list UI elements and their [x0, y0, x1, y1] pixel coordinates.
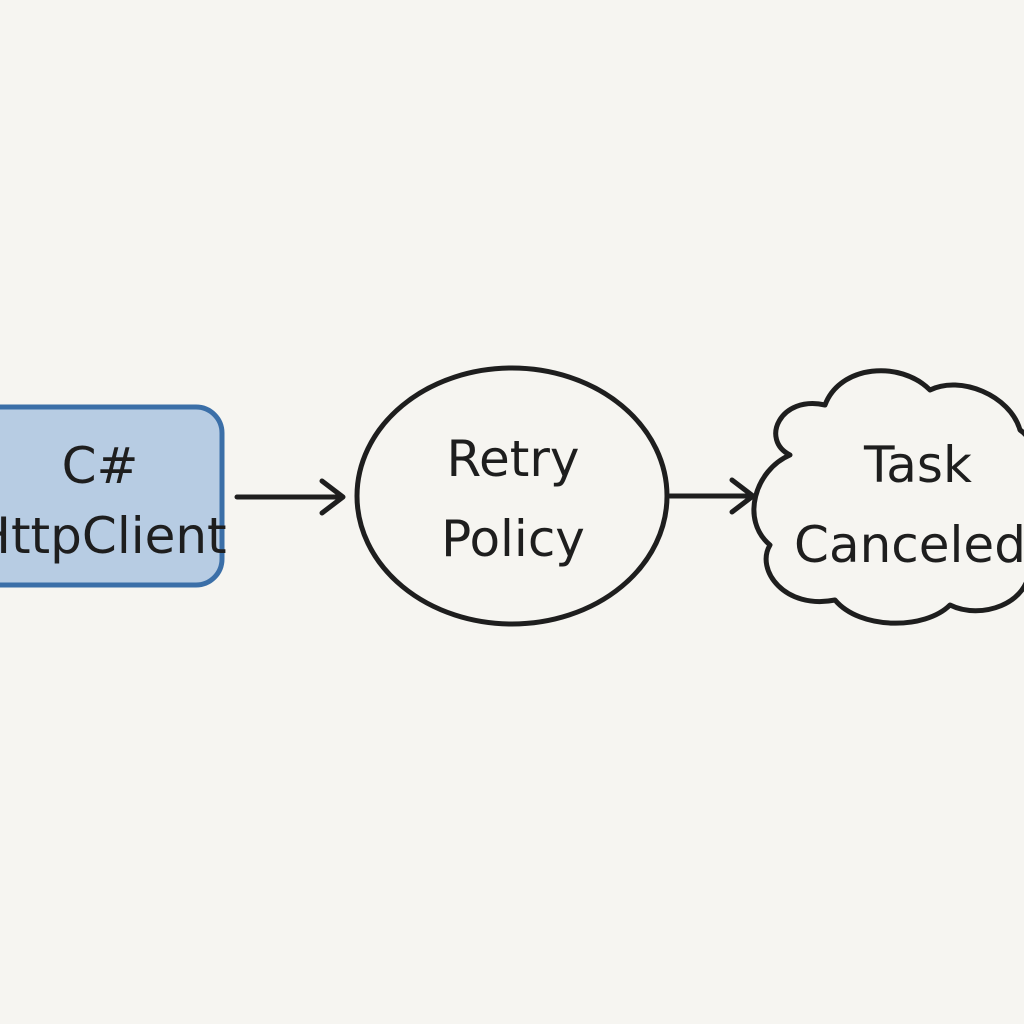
edge-retry-to-canceled — [667, 477, 756, 515]
node-httpclient: C# HttpClient — [0, 404, 227, 588]
httpclient-label-line2: HttpClient — [0, 507, 227, 565]
node-task-canceled: Task Canceled — [751, 368, 1024, 626]
retry-policy-label-line2: Policy — [441, 510, 585, 568]
httpclient-box — [0, 404, 225, 588]
task-canceled-label-line1: Task — [863, 436, 972, 494]
arrow-head — [729, 477, 756, 515]
retry-policy-ellipse — [354, 365, 670, 627]
task-canceled-cloud — [751, 368, 1024, 626]
arrow-head — [319, 478, 346, 516]
task-canceled-label-line2: Canceled — [794, 516, 1024, 574]
retry-policy-label-line1: Retry — [446, 430, 579, 488]
httpclient-label-line1: C# — [62, 437, 139, 495]
node-retry-policy: Retry Policy — [354, 365, 670, 627]
edge-httpclient-to-retry — [234, 478, 346, 516]
